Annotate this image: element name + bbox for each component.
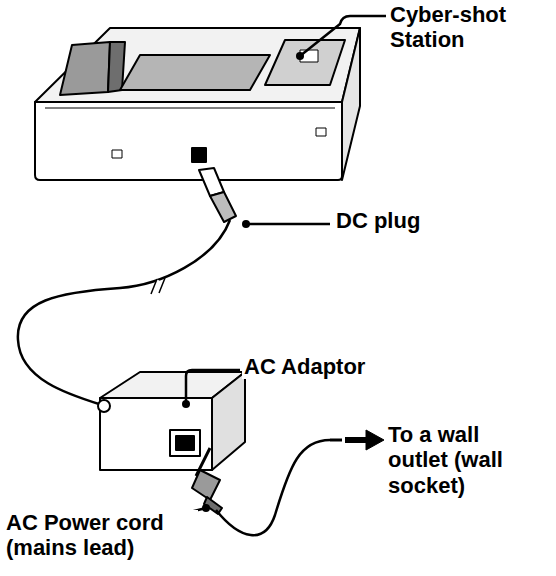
part-label: Cyber-shot Station xyxy=(388,2,552,53)
part-label: AC Power cord (mains lead) xyxy=(4,510,198,561)
outlet-arrowhead xyxy=(366,430,384,450)
ac-adaptor xyxy=(98,372,245,470)
outlet-arrow xyxy=(345,437,368,443)
leader-lines xyxy=(150,16,386,522)
part-label: To a wall outlet (wall socket) xyxy=(386,422,542,498)
dc-plug xyxy=(199,168,236,222)
power-cord xyxy=(216,440,330,535)
power-cord-plug xyxy=(192,448,222,514)
part-label: DC plug xyxy=(334,208,478,233)
part-label: AC Adaptor xyxy=(242,354,446,379)
station-body xyxy=(35,28,360,180)
leader-dots xyxy=(182,52,304,512)
